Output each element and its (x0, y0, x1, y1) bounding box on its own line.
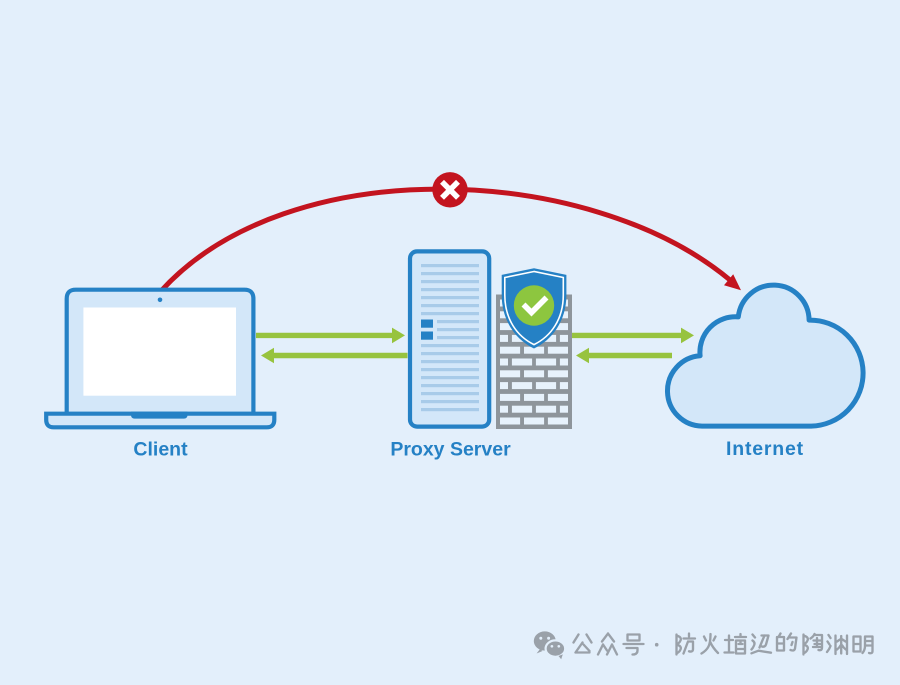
svg-text:Client: Client (133, 439, 188, 461)
svg-text:Proxy Server: Proxy Server (390, 439, 511, 461)
svg-text:Internet: Internet (726, 438, 804, 460)
